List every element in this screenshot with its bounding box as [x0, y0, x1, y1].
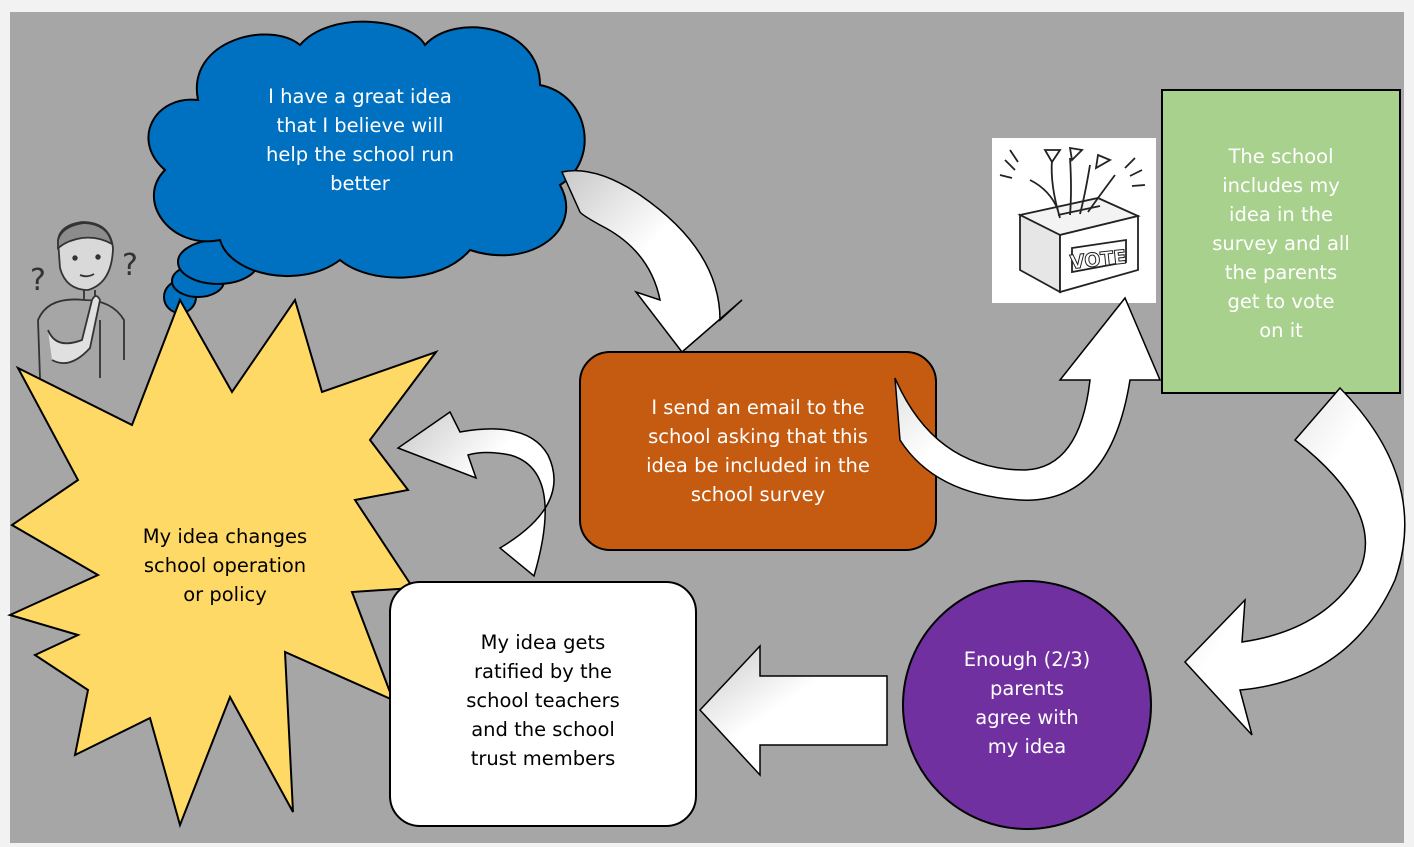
arrow-cloud-to-email — [560, 169, 743, 354]
svg-text:?: ? — [30, 263, 46, 298]
thinking-person-illustration: ? ? — [30, 221, 138, 379]
changes-policy-text: My idea changes school operation or poli… — [142, 524, 308, 606]
policy-starburst — [7, 297, 439, 829]
arrow-email-to-vote — [894, 296, 1162, 501]
arrow-survey-to-enough — [1183, 386, 1406, 736]
idea-cloud-text: I have a great idea that I believe will … — [265, 85, 454, 195]
svg-text:?: ? — [122, 248, 138, 283]
ratified-text: My idea gets ratified by the school teac… — [466, 630, 620, 770]
vote-ballot-box-illustration: VOTE — [992, 138, 1156, 303]
arrow-ratified-to-policy — [396, 410, 555, 578]
enough-parents-circle — [902, 580, 1152, 830]
email-request-text: I send an email to the school asking tha… — [646, 396, 870, 506]
survey-vote-text: The school includes my idea in the surve… — [1212, 144, 1350, 342]
idea-thought-cloud — [147, 20, 586, 314]
arrow-enough-to-ratified — [698, 644, 888, 777]
survey-vote-box — [1161, 89, 1401, 394]
enough-parents-text: Enough (2/3) parents agree with my idea — [963, 648, 1091, 758]
ratified-box — [389, 581, 697, 827]
